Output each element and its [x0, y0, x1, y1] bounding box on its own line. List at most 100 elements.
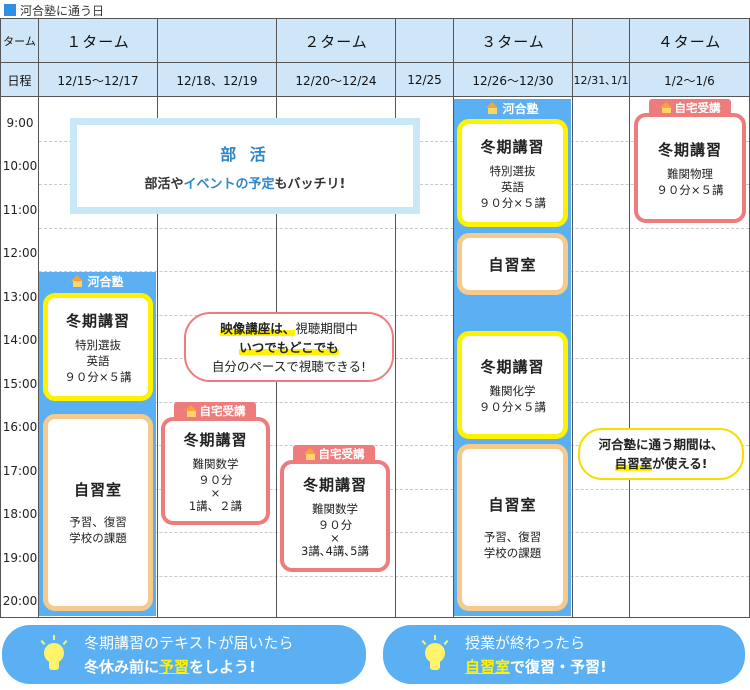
- column-divider: [572, 19, 573, 617]
- term-label: ターム: [3, 35, 36, 48]
- time-label: 20:00: [2, 594, 38, 608]
- banner-text-part: 冬休み前に: [84, 657, 160, 676]
- date-col-4: 12/25: [407, 73, 442, 87]
- card-line: ９０分: [198, 472, 233, 487]
- home-tag-label: 自宅受講: [674, 100, 721, 115]
- bubble-line: 河合塾に通う期間は、: [598, 437, 724, 452]
- club-activity-box: 部 活 部活やイベントの予定もバッチリ!: [70, 118, 420, 214]
- term-4: ４ターム: [657, 32, 722, 51]
- winter-course-card-col5-a: 冬期講習 特別選抜 英語 ９０分×５講: [457, 119, 568, 227]
- house-icon: [71, 275, 84, 287]
- bubble-text: 視聴期間中: [295, 321, 358, 336]
- card-line: 3講､4講､5講: [301, 543, 369, 558]
- time-label: 11:00: [2, 203, 38, 217]
- card-line: 予習、復習: [483, 530, 542, 544]
- hour-line: [39, 532, 749, 533]
- term-3: ３ターム: [481, 32, 545, 51]
- card-title: 冬期講習: [480, 357, 545, 376]
- card-line: 特別選抜: [489, 163, 536, 178]
- banner-line: 冬休み前に予習をしよう!: [84, 655, 294, 679]
- date-col-2: 12/18、12/19: [176, 73, 258, 88]
- home-tag-col2: 自宅受講: [174, 402, 256, 419]
- card-line: 英語: [501, 179, 524, 194]
- home-tag-label: 自宅受講: [318, 446, 365, 461]
- card-line: 予習、復習: [69, 515, 127, 529]
- club-subtitle: 部活やイベントの予定もバッチリ!: [145, 173, 346, 192]
- card-line: ９０分×５講: [478, 399, 547, 414]
- study-room-card-col5-b: 自習室 予習、復習 学校の課題: [457, 444, 568, 611]
- card-title: 自習室: [488, 496, 537, 514]
- card-line: 学校の課題: [483, 546, 542, 560]
- banner-highlight: 予習: [159, 657, 190, 676]
- house-icon: [659, 101, 673, 114]
- bubble-line: 自分のペースで視聴できる!: [211, 359, 367, 374]
- banner-review: 授業が終わったら 自習室で復習・予習!: [383, 625, 745, 684]
- banner-line: 冬期講習のテキストが届いたら: [84, 633, 294, 652]
- time-label: 12:00: [2, 246, 38, 260]
- card-title: 冬期講習: [302, 475, 367, 494]
- winter-course-card-col7: 冬期講習 難関物理 ９０分×５講: [634, 113, 746, 223]
- card-title: 自習室: [488, 255, 537, 274]
- study-room-card-col5-a: 自習室: [457, 233, 568, 295]
- banner-prepare: 冬期講習のテキストが届いたら 冬休み前に予習をしよう!: [2, 625, 366, 684]
- column-divider: [453, 19, 454, 617]
- card-line: 難関化学: [489, 383, 536, 398]
- club-title: 部 活: [220, 144, 270, 164]
- hour-line: [39, 489, 749, 490]
- card-line: ×: [330, 530, 340, 545]
- term-1: １ターム: [66, 32, 130, 51]
- study-room-card-col1: 自習室 予習、復習 学校の課題: [43, 414, 153, 611]
- schedule-label: 日程: [7, 73, 32, 88]
- card-line: 難関物理: [667, 166, 713, 181]
- card-line: 特別選抜: [75, 337, 121, 352]
- hour-line: [39, 445, 749, 446]
- banner-text-part: をしよう!: [189, 657, 256, 676]
- banner-text-part: で復習・予習!: [510, 657, 607, 676]
- home-tag-label: 自宅受講: [199, 403, 246, 418]
- winter-course-card-col2: 冬期講習 難関数学 ９０分 × 1講、２講: [161, 417, 270, 525]
- study-room-bubble: 河合塾に通う期間は、 自習室が使える!: [578, 428, 744, 480]
- bubble-line: 映像講座は、視聴期間中: [186, 319, 392, 338]
- bubble-highlight: いつでもどこでも: [239, 340, 339, 355]
- hour-line: [39, 228, 749, 229]
- date-header-row: [1, 63, 749, 97]
- card-title: 冬期講習: [480, 137, 545, 156]
- winter-course-card-col5-b: 冬期講習 難関化学 ９０分×５講: [457, 331, 568, 439]
- bubble-line: 自習室が使える!: [580, 454, 742, 473]
- card-line: ９０分×５講: [478, 195, 547, 210]
- lightbulb-icon: [421, 634, 449, 675]
- bubble-highlight: 自習室: [614, 456, 653, 471]
- time-label: 15:00: [2, 377, 38, 391]
- time-label: 14:00: [2, 333, 38, 347]
- kawai-tag-col5: 河合塾: [454, 99, 571, 117]
- club-subtitle-mid: イベントの予定: [183, 176, 275, 192]
- legend-label: 河合塾に通う日: [20, 3, 105, 18]
- date-col-6: 12/31､1/1: [573, 74, 629, 87]
- card-title: 冬期講習: [183, 430, 248, 449]
- card-title: 自習室: [73, 481, 122, 499]
- card-title: 冬期講習: [65, 311, 130, 330]
- hour-line: [39, 315, 749, 316]
- card-line: 難関数学: [192, 456, 239, 471]
- card-line: ×: [210, 485, 221, 500]
- column-divider: [629, 19, 630, 617]
- hour-line: [39, 271, 749, 272]
- time-label: 9:00: [6, 116, 34, 130]
- legend: 河合塾に通う日: [4, 1, 104, 19]
- lightbulb-icon: [40, 634, 68, 675]
- date-col-5: 12/26～12/30: [472, 73, 554, 88]
- legend-swatch: [4, 4, 16, 16]
- term-header-row: [1, 19, 749, 63]
- column-divider: [157, 19, 158, 617]
- card-line: 学校の課題: [69, 531, 127, 545]
- time-label: 13:00: [2, 290, 38, 304]
- card-line: ９０分×５講: [64, 369, 132, 384]
- kawai-tag-label: 河合塾: [87, 274, 124, 289]
- time-label: 17:00: [2, 464, 38, 478]
- banner-highlight: 自習室: [465, 657, 511, 676]
- time-label: 10:00: [2, 159, 38, 173]
- home-tag-col3: 自宅受講: [293, 445, 375, 462]
- winter-course-card-col3: 冬期講習 難関数学 ９０分 × 3講､4講､5講: [280, 460, 390, 572]
- date-col-7: 1/2～1/6: [664, 73, 715, 88]
- house-icon: [303, 447, 317, 460]
